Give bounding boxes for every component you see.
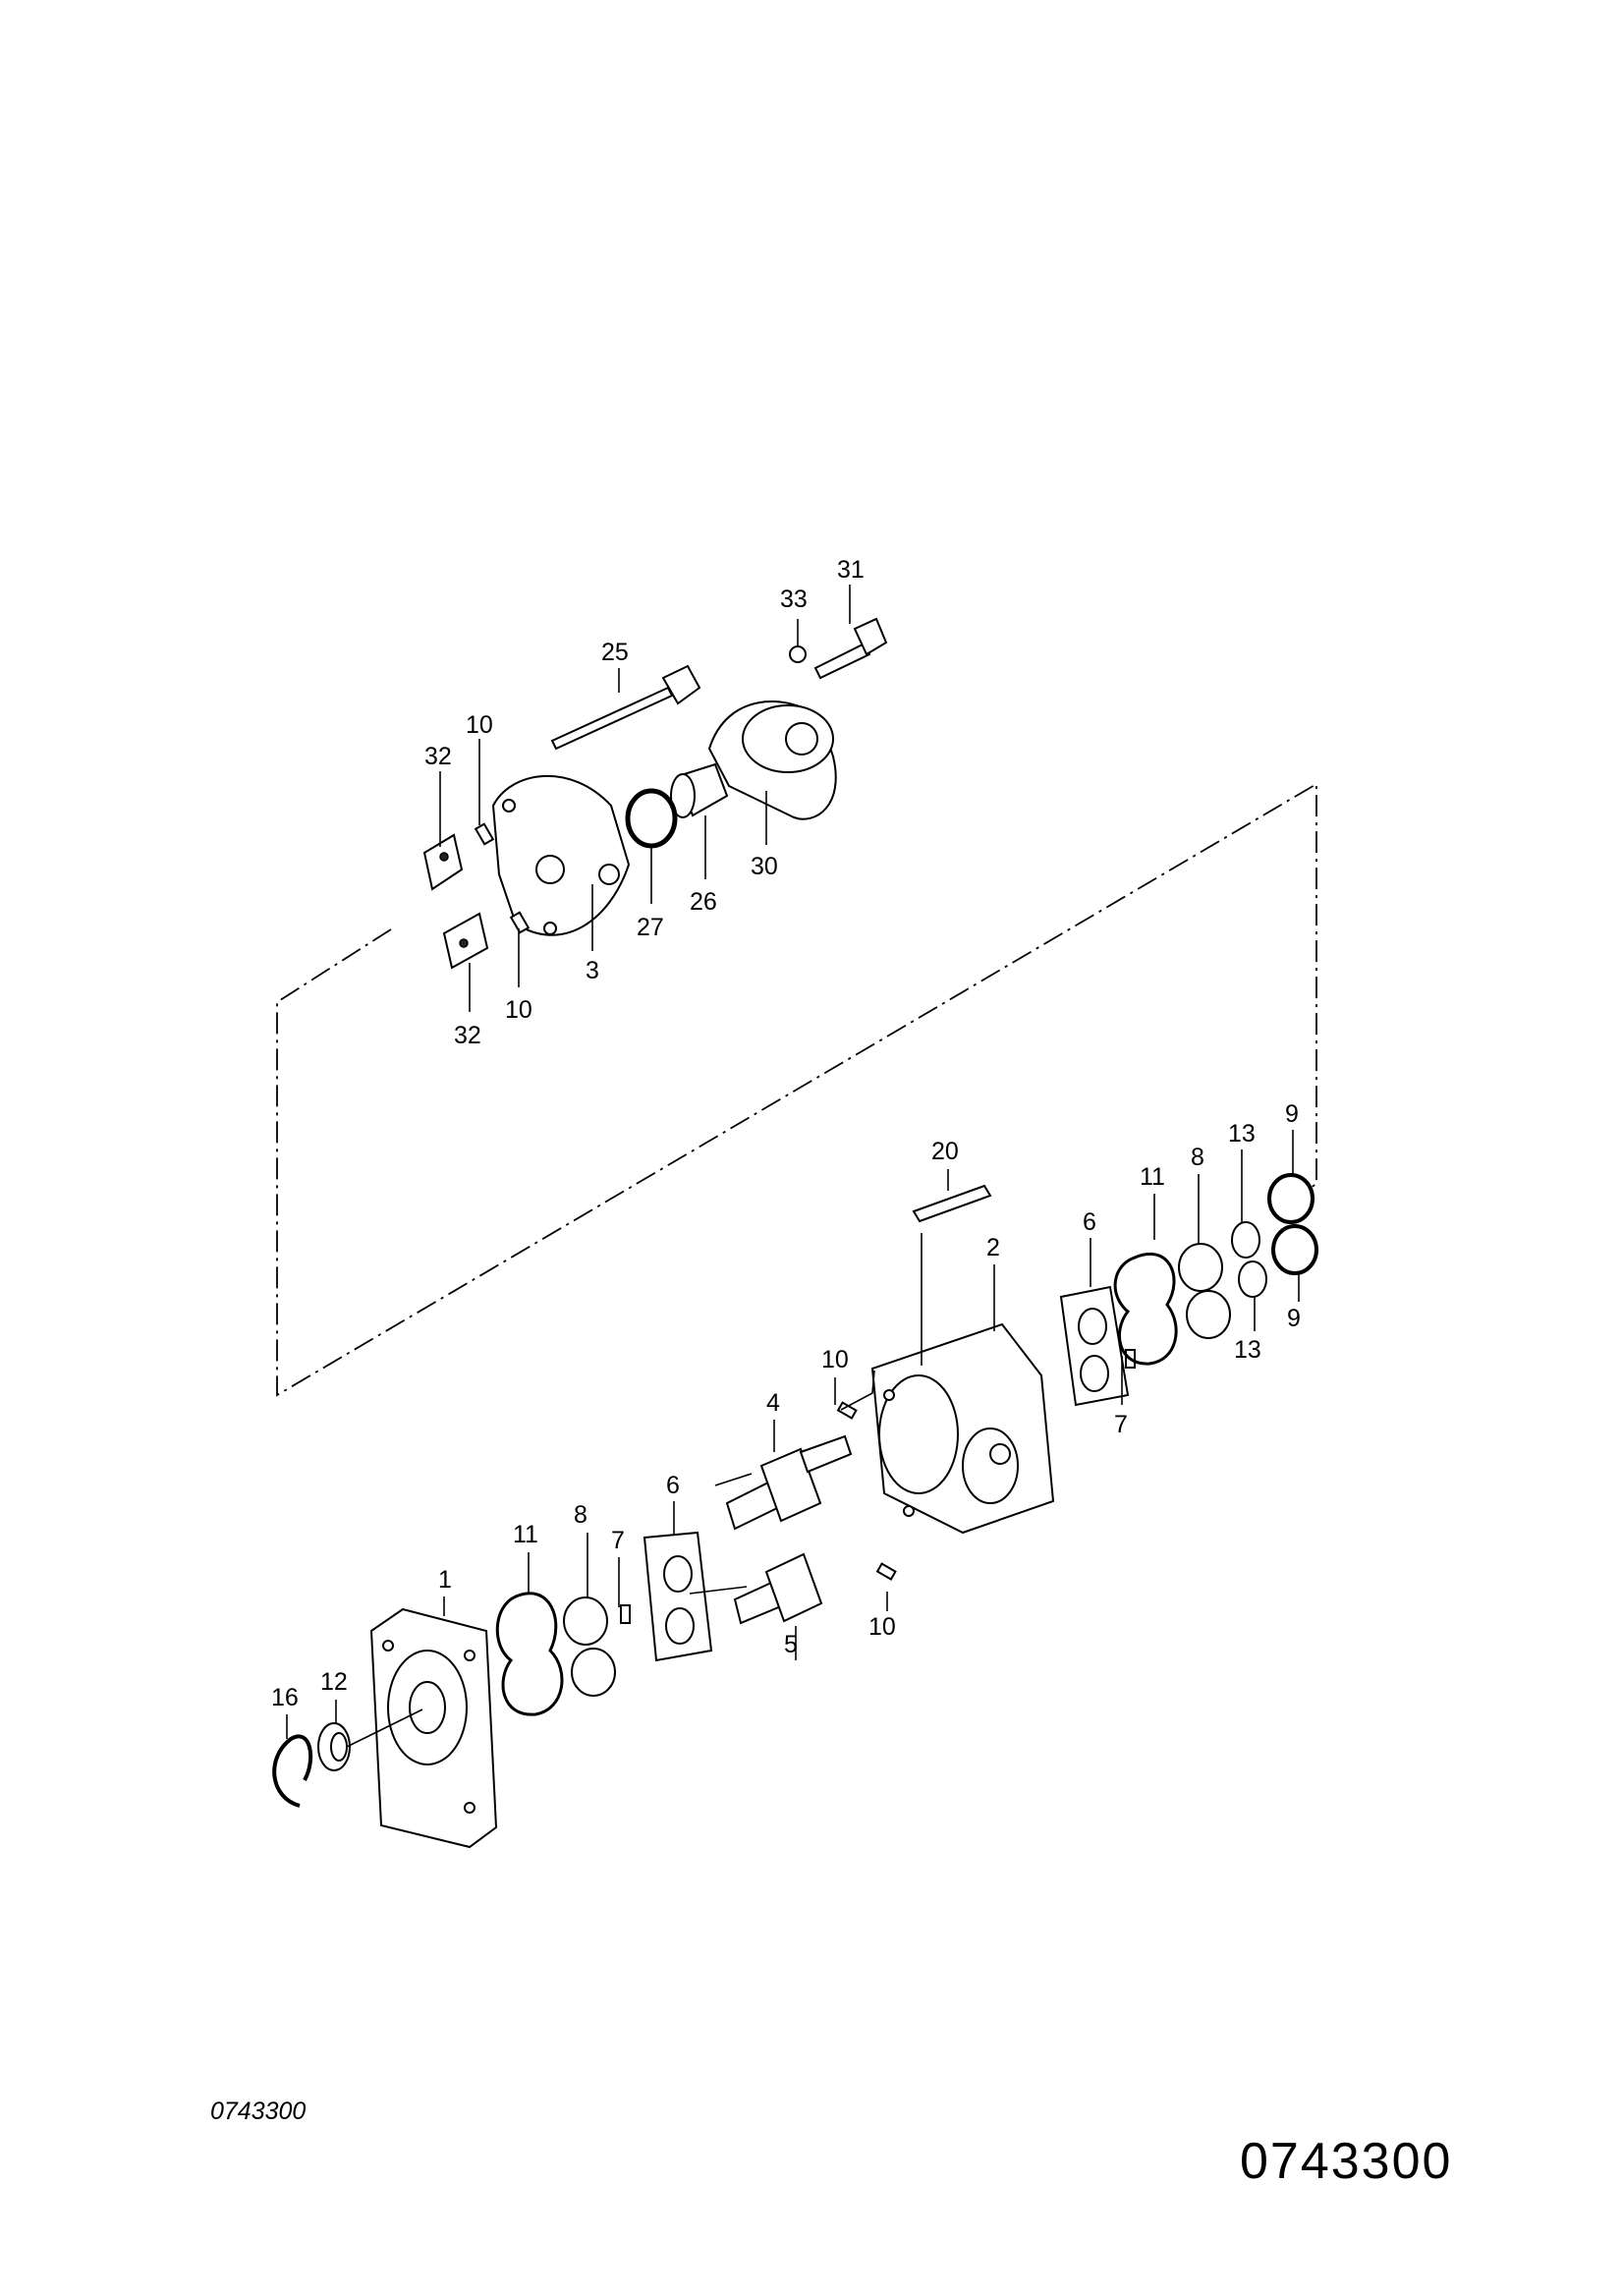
callout-13-lower: 13 <box>1234 1336 1261 1364</box>
part-13-o-ring-upper <box>1232 1222 1259 1258</box>
callout-1: 1 <box>438 1566 452 1594</box>
callout-10-lower: 10 <box>868 1613 896 1641</box>
part-6-bushing-left <box>644 1533 711 1660</box>
part-1-flange <box>371 1609 496 1847</box>
part-3-housing <box>493 776 629 935</box>
callout-32-lower: 32 <box>454 1022 481 1049</box>
callout-9-upper: 9 <box>1285 1100 1299 1128</box>
callout-13-upper: 13 <box>1228 1120 1256 1148</box>
part-5-driven-gear <box>735 1554 821 1623</box>
callout-25: 25 <box>601 639 629 666</box>
part-27-o-ring <box>628 791 675 846</box>
callout-6-right: 6 <box>1083 1208 1096 1236</box>
part-10-pin-lower-1 <box>838 1403 856 1419</box>
part-11-seal-left <box>497 1594 562 1714</box>
callout-3: 3 <box>586 957 599 984</box>
part-7-pin-left <box>621 1605 630 1623</box>
part-30-cover <box>709 701 836 819</box>
callout-11-right: 11 <box>1140 1163 1165 1191</box>
part-6-bushing-right <box>1061 1287 1128 1405</box>
part-32-block-upper <box>424 835 462 889</box>
callout-5: 5 <box>784 1631 798 1658</box>
part-11-seal-right <box>1115 1254 1176 1364</box>
callout-27: 27 <box>637 914 664 941</box>
part-10-pin-upper <box>475 824 493 845</box>
callout-10-mid: 10 <box>505 996 532 1024</box>
part-2-body <box>872 1324 1053 1533</box>
part-31-bolt <box>815 619 886 678</box>
part-8-ring-left <box>564 1597 615 1696</box>
callout-7-right: 7 <box>1114 1411 1128 1438</box>
callout-11-left: 11 <box>513 1521 538 1548</box>
part-12-seal <box>318 1723 350 1770</box>
callout-33: 33 <box>780 586 808 613</box>
part-16-snap-ring <box>274 1736 310 1806</box>
part-8-ring-right <box>1179 1244 1230 1338</box>
part-10-pin-lower-2 <box>877 1564 895 1580</box>
callout-10-upper: 10 <box>466 711 493 739</box>
callout-31: 31 <box>837 556 865 584</box>
part-4-drive-gear <box>727 1436 851 1529</box>
leader-lines <box>287 585 1299 1747</box>
part-9-ring-lower <box>1273 1226 1316 1273</box>
part-32-block-lower <box>444 914 487 968</box>
callout-4: 4 <box>766 1389 780 1417</box>
callout-16: 16 <box>271 1684 299 1711</box>
callout-32-upper: 32 <box>424 743 452 770</box>
callout-2: 2 <box>986 1234 1000 1261</box>
assembly-path-lines <box>277 784 1316 1395</box>
part-10-pin-lower <box>511 913 529 933</box>
callout-8-left: 8 <box>574 1501 587 1529</box>
callout-6-left: 6 <box>666 1472 680 1499</box>
figure-code-large: 0743300 <box>1240 2133 1453 2190</box>
part-33-washer <box>790 646 806 662</box>
figure-code-small: 0743300 <box>210 2098 307 2125</box>
callout-9-lower: 9 <box>1287 1305 1301 1332</box>
part-9-ring-upper <box>1269 1175 1313 1222</box>
part-26-bushing <box>671 764 727 817</box>
callout-7-left: 7 <box>611 1527 625 1554</box>
callout-8-right: 8 <box>1191 1144 1204 1171</box>
callout-26: 26 <box>690 888 717 916</box>
callout-labels: 31 33 25 10 32 30 26 27 3 10 32 20 9 13 … <box>271 556 1301 1711</box>
part-20-nameplate <box>914 1186 990 1221</box>
part-25-bolt <box>552 666 699 749</box>
callout-12: 12 <box>320 1668 348 1696</box>
callout-10-body: 10 <box>821 1346 849 1373</box>
callout-20: 20 <box>931 1138 959 1165</box>
callout-30: 30 <box>751 853 778 880</box>
part-13-o-ring-lower <box>1239 1261 1266 1297</box>
